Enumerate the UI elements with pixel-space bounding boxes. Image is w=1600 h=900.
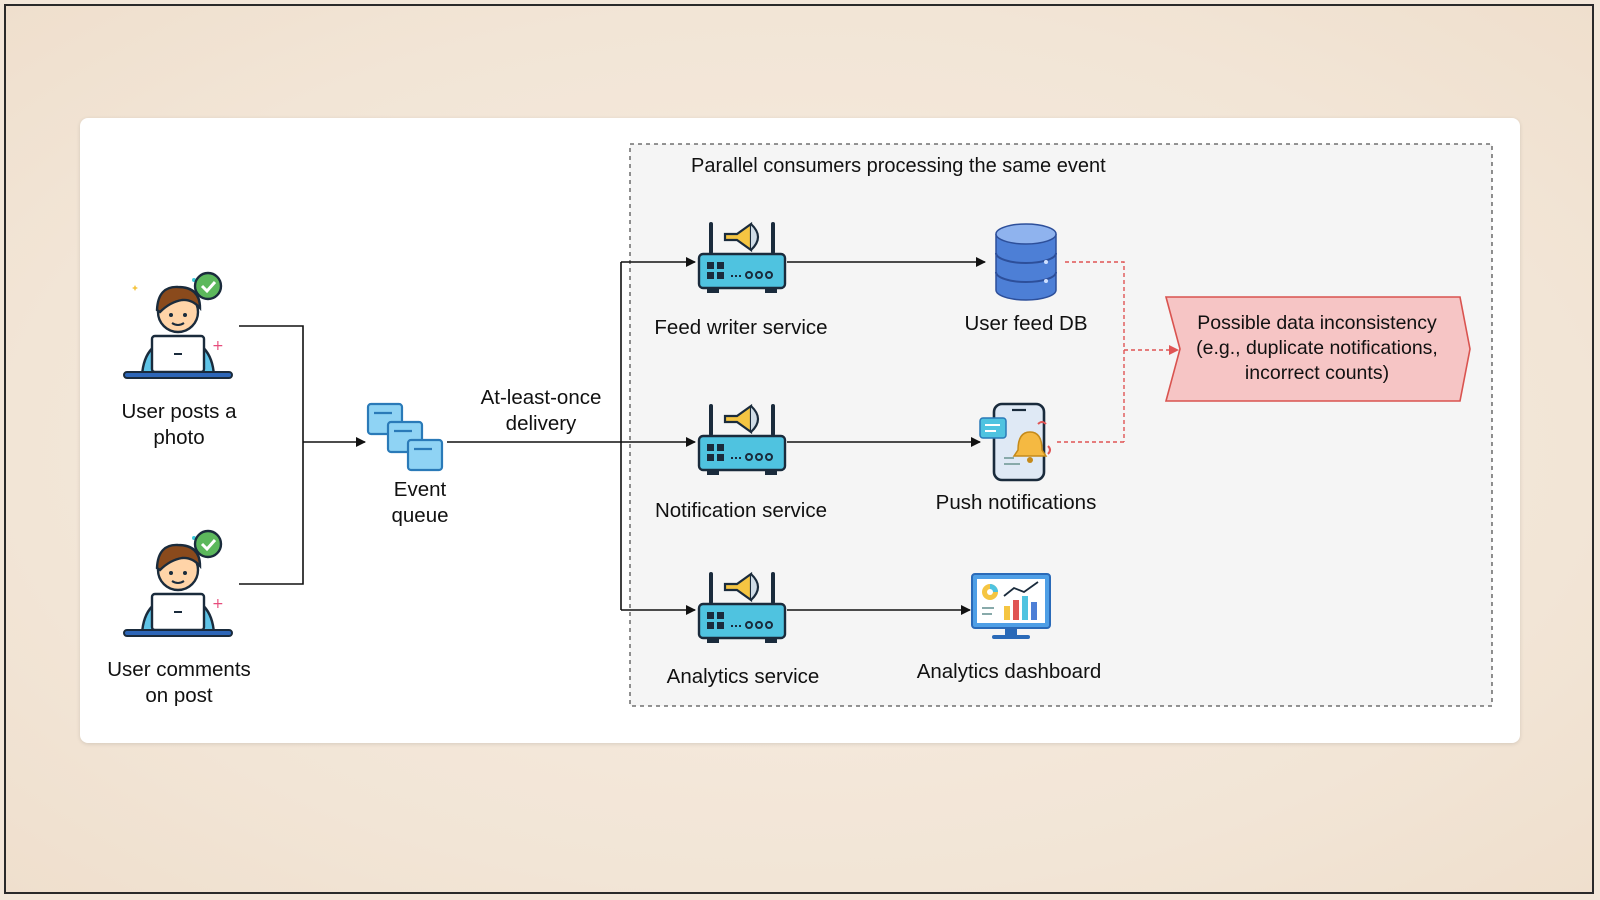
database-icon[interactable]: [995, 223, 1057, 301]
inconsistency-warning-text: Possible data inconsistency (e.g., dupli…: [1196, 312, 1438, 384]
edge-db-to-inconsistency: [1065, 261, 1125, 442]
event-queue-icon[interactable]: [366, 402, 444, 472]
svg-text:+: +: [212, 338, 224, 354]
service-label-feed-writer: Feed writer service: [654, 316, 828, 339]
target-label-push: Push notifications: [935, 491, 1097, 514]
analytics-dashboard-icon[interactable]: [971, 573, 1051, 639]
queue-label: Event queue: [391, 478, 449, 527]
phone-bell-icon[interactable]: [979, 402, 1051, 482]
inconsistency-warning-shape[interactable]: [1164, 296, 1471, 402]
service-label-notification: Notification service: [654, 499, 828, 522]
service-label-analytics: Analytics service: [666, 665, 820, 688]
user-laptop-icon: +: [123, 529, 233, 637]
router-megaphone-icon[interactable]: [697, 221, 787, 293]
router-megaphone-icon[interactable]: [697, 403, 787, 475]
edge-source1-to-merge: [239, 325, 304, 442]
target-label-db: User feed DB: [964, 312, 1088, 335]
group-title: Parallel consumers processing the same e…: [691, 155, 1106, 177]
svg-text:+: +: [212, 596, 224, 612]
source-label-posts: User posts a photo: [121, 400, 237, 449]
edge-source2-to-merge: [239, 442, 304, 585]
router-megaphone-icon[interactable]: [697, 571, 787, 643]
edge-label-delivery: At-least-once delivery: [480, 386, 602, 435]
user-laptop-icon: +: [123, 271, 233, 379]
target-label-dashboard: Analytics dashboard: [916, 660, 1102, 683]
source-label-comments: User comments on post: [107, 658, 251, 707]
